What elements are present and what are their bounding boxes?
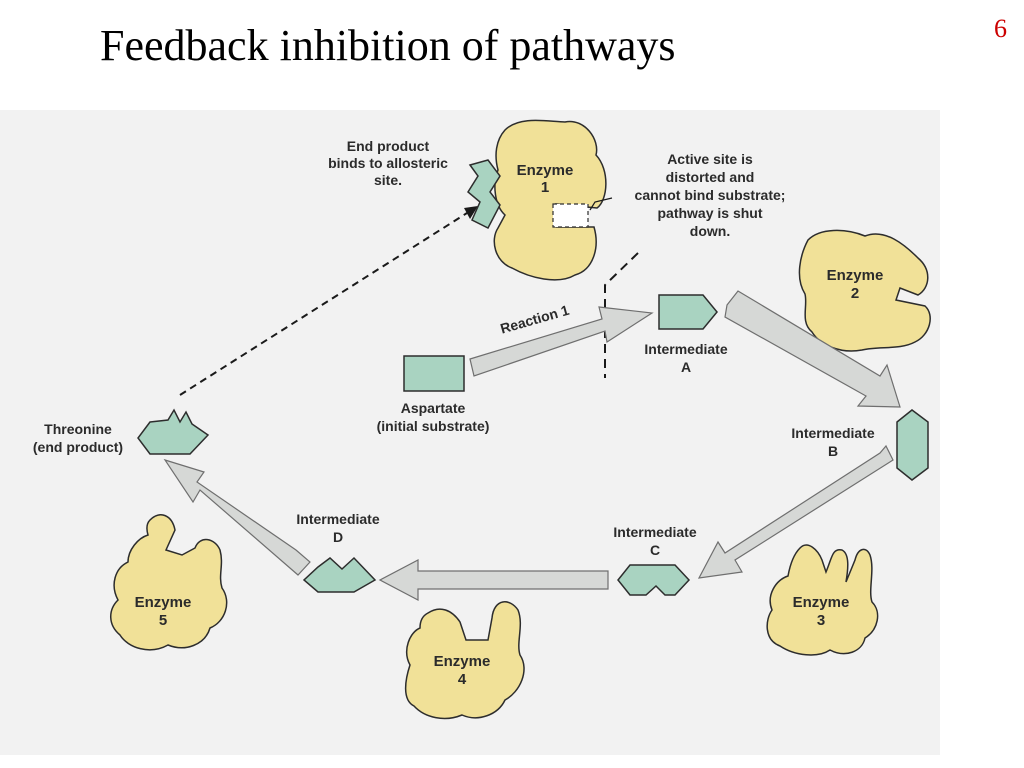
enzyme-1-number: 1 xyxy=(541,179,549,196)
svg-text:down.: down. xyxy=(690,223,730,239)
svg-text:cannot bind substrate;: cannot bind substrate; xyxy=(635,187,786,203)
enzyme-3-number: 3 xyxy=(817,612,825,629)
enzyme-1-shape xyxy=(493,119,607,281)
intermediate-c-label: Intermediate xyxy=(613,524,696,540)
intermediate-d-label: Intermediate xyxy=(296,511,379,527)
svg-text:pathway is shut: pathway is shut xyxy=(657,205,762,221)
feedback-arrow xyxy=(179,212,468,396)
enzyme-1-label: Enzyme xyxy=(517,162,574,179)
enzyme-4-number: 4 xyxy=(458,671,467,688)
end-product-note: End product binds to allosteric site. xyxy=(328,138,448,188)
intermediate-b-label: Intermediate xyxy=(791,425,874,441)
enzyme-1: Enzyme 1 xyxy=(467,119,607,281)
reaction-1-arrow xyxy=(469,306,654,377)
enzyme-4-shape xyxy=(404,601,525,720)
intermediate-b-shape xyxy=(896,409,929,481)
intermediate-c-letter: C xyxy=(650,542,660,558)
enzyme-5-number: 5 xyxy=(159,612,167,629)
active-site-distorted xyxy=(552,203,589,228)
svg-text:Active site is: Active site is xyxy=(667,151,753,167)
intermediate-a-shape xyxy=(658,294,718,330)
active-site-note: Active site is distorted and cannot bind… xyxy=(589,151,786,239)
threonine-bound-allosteric xyxy=(467,159,501,230)
enzyme-4: Enzyme 4 xyxy=(404,601,525,720)
svg-text:site.: site. xyxy=(374,172,402,188)
feedback-arrow-head xyxy=(464,206,478,219)
pathway-diagram: Enzyme 1 End product binds to allosteric… xyxy=(0,110,940,755)
intermediate-d-shape xyxy=(302,556,377,593)
intermediate-b-letter: B xyxy=(828,443,838,459)
arrow-d-to-threonine xyxy=(163,458,311,576)
intermediate-d-letter: D xyxy=(333,529,343,545)
enzyme-5: Enzyme 5 xyxy=(110,514,228,651)
threonine-sublabel: (end product) xyxy=(33,439,123,455)
arrow-b-to-c xyxy=(697,444,894,579)
arrow-c-to-d xyxy=(378,559,609,601)
page-number: 6 xyxy=(994,14,1007,43)
threonine-shape xyxy=(137,408,210,455)
enzyme-2-shape xyxy=(798,229,931,352)
enzyme-4-label: Enzyme xyxy=(434,653,491,670)
svg-text:End product: End product xyxy=(347,138,430,154)
active-site-connector xyxy=(589,197,613,211)
aspartate-shape xyxy=(403,355,465,392)
enzyme-3-label: Enzyme xyxy=(793,594,850,611)
arrow-a-to-b xyxy=(724,290,901,408)
enzyme-3: Enzyme 3 xyxy=(766,544,879,656)
enzyme-2: Enzyme 2 xyxy=(798,229,931,352)
pathway-block-line xyxy=(604,252,639,378)
aspartate-sublabel: (initial substrate) xyxy=(377,418,490,434)
intermediate-a-letter: A xyxy=(681,359,691,375)
pathway-diagram-svg: Enzyme 1 End product binds to allosteric… xyxy=(33,119,931,720)
enzyme-5-shape xyxy=(110,514,228,651)
enzyme-2-label: Enzyme xyxy=(827,267,884,284)
svg-text:distorted and: distorted and xyxy=(666,169,755,185)
slide-title: Feedback inhibition of pathways xyxy=(100,21,676,70)
intermediate-a-label: Intermediate xyxy=(644,341,727,357)
threonine-label: Threonine xyxy=(44,421,112,437)
aspartate-label: Aspartate xyxy=(401,400,466,416)
enzyme-3-shape xyxy=(766,544,879,656)
enzyme-2-number: 2 xyxy=(851,285,859,302)
svg-text:binds to allosteric: binds to allosteric xyxy=(328,155,448,171)
intermediate-c-shape xyxy=(617,564,691,596)
enzyme-5-label: Enzyme xyxy=(135,594,192,611)
